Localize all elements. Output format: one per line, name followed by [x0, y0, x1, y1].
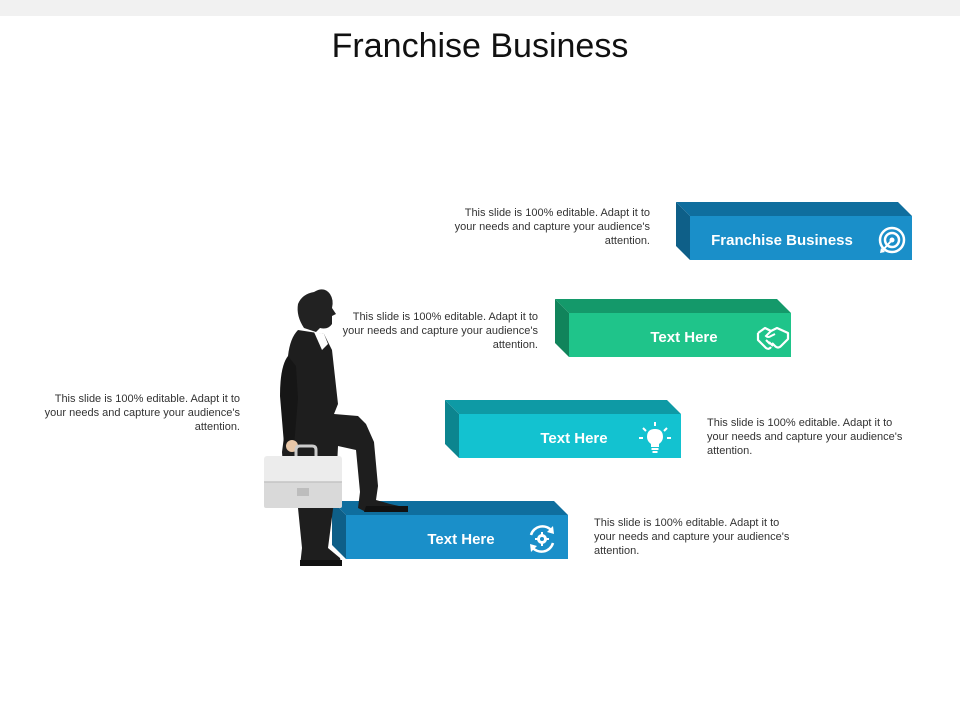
- step-2-shape: [555, 299, 791, 357]
- slide-title: Franchise Business: [331, 27, 629, 65]
- step-3-shape: [445, 400, 681, 458]
- step-1-label: Franchise Business: [711, 232, 853, 249]
- step-3-block[interactable]: Text Here: [445, 400, 681, 458]
- step-2-description: This slide is 100% editable. Adapt it to…: [342, 311, 538, 351]
- businessman-figure: [264, 289, 408, 566]
- step-4-description: This slide is 100% editable. Adapt it to…: [594, 517, 790, 557]
- step-4-label: Text Here: [427, 531, 495, 548]
- side-note-description: This slide is 100% editable. Adapt it to…: [44, 393, 240, 433]
- step-2-label: Text Here: [650, 329, 718, 346]
- step-2-block[interactable]: Text Here: [555, 299, 791, 357]
- step-3-label: Text Here: [540, 430, 608, 447]
- target-icon: [878, 226, 906, 254]
- step-1-shape: [676, 202, 912, 260]
- step-4-block[interactable]: Text Here: [332, 501, 568, 559]
- handshake-icon: [756, 326, 790, 350]
- step-3-description: This slide is 100% editable. Adapt it to…: [707, 417, 903, 457]
- step-1-description: This slide is 100% editable. Adapt it to…: [454, 207, 650, 247]
- gear-cycle-icon: [529, 525, 555, 553]
- top-strip: [0, 0, 960, 16]
- step-1-block[interactable]: Franchise Business: [676, 202, 912, 260]
- lightbulb-icon: [639, 422, 671, 453]
